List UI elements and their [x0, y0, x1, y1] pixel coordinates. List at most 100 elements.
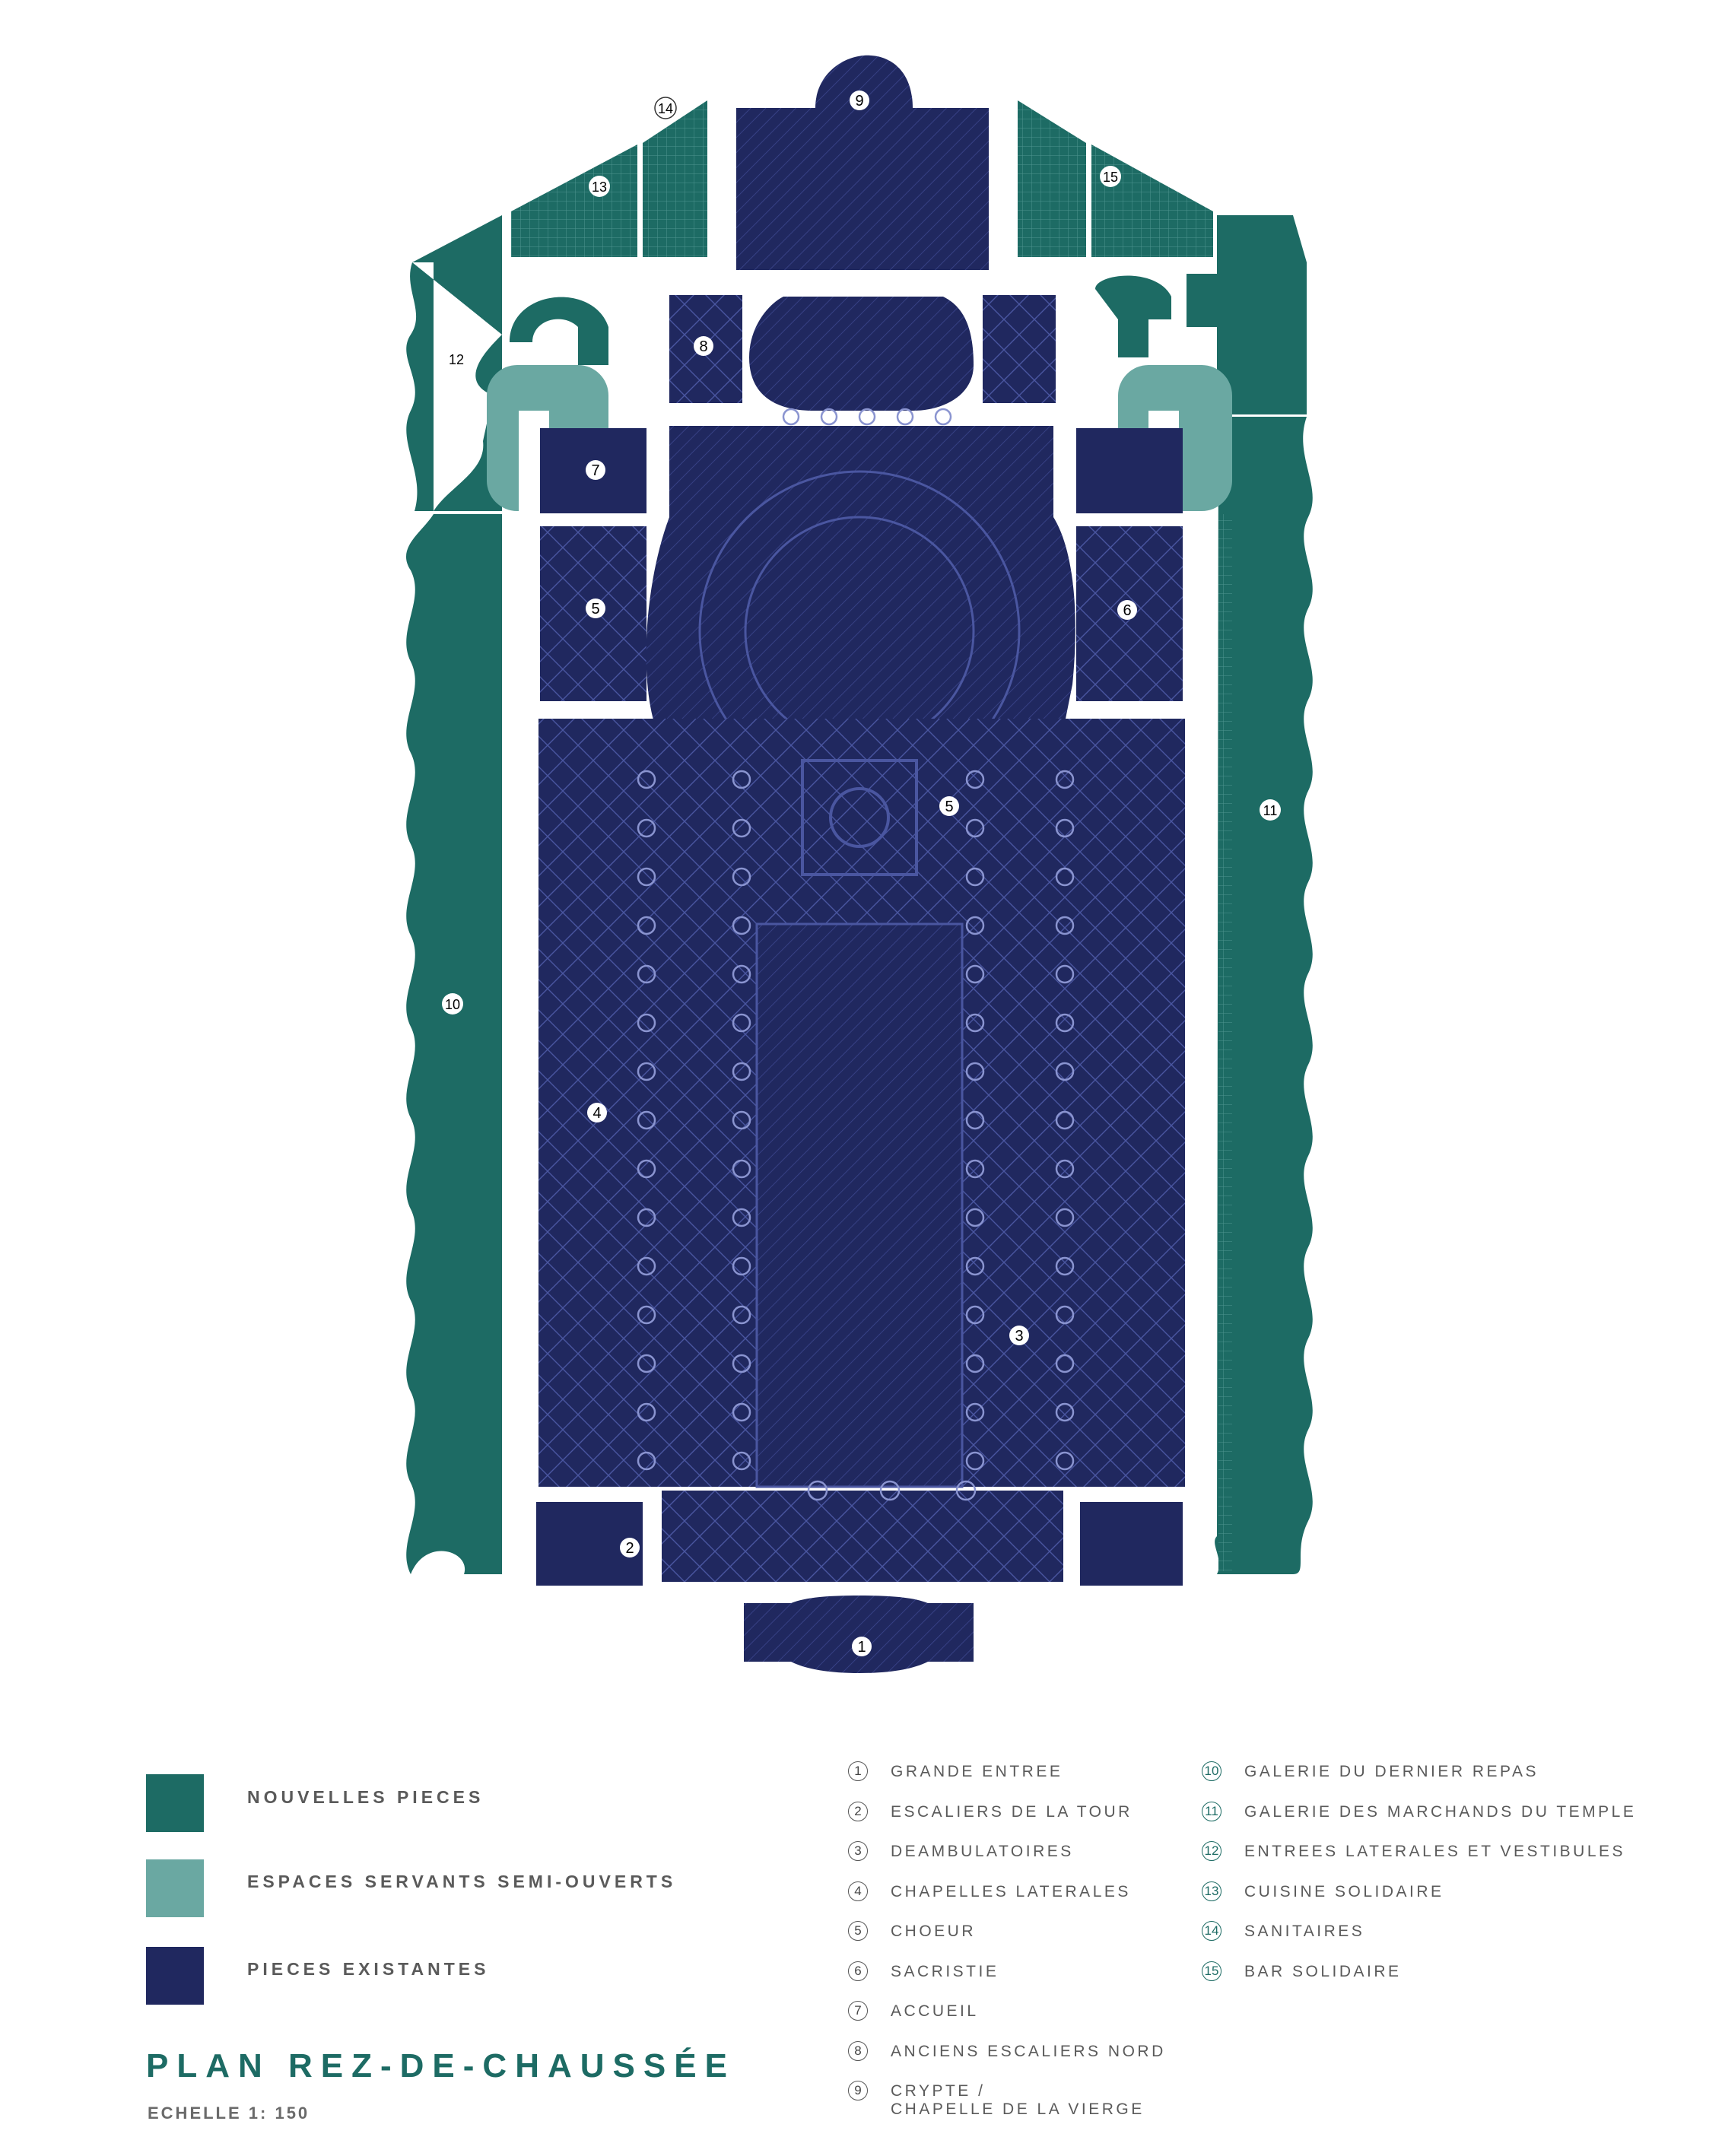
scale-label: ECHELLE 1: 150 [148, 2104, 310, 2123]
column [858, 408, 876, 426]
key-item: 9 CRYPTE / CHAPELLE DE LA VIERGE [848, 2081, 1145, 2119]
column [1055, 964, 1075, 984]
column [732, 1354, 751, 1373]
key-number-badge: 2 [848, 1801, 868, 1821]
key-label: BAR SOLIDAIRE [1244, 1962, 1402, 1980]
column [820, 408, 838, 426]
column [637, 818, 656, 838]
key-number-badge: 1 [848, 1761, 868, 1781]
column [637, 964, 656, 984]
east-gallery-main [1215, 417, 1313, 1574]
key-number-badge: 11 [1202, 1801, 1221, 1821]
column [732, 916, 751, 935]
column [732, 1159, 751, 1179]
legend-swatch-new [146, 1774, 204, 1832]
column [732, 867, 751, 887]
svg-text:14: 14 [658, 101, 673, 116]
marker-2: 2 [620, 1538, 640, 1557]
column [1055, 1354, 1075, 1373]
marker-11: 11 [1260, 799, 1281, 821]
column [896, 408, 914, 426]
key-label: SACRISTIE [891, 1962, 999, 1980]
column [1055, 1110, 1075, 1130]
svg-text:5: 5 [591, 601, 599, 618]
column [637, 1208, 656, 1227]
svg-text:1: 1 [857, 1639, 866, 1656]
key-label: CRYPTE / CHAPELLE DE LA VIERGE [891, 2082, 1145, 2118]
column [965, 1256, 985, 1276]
key-number-badge: 7 [848, 2001, 868, 2021]
key-label: ESCALIERS DE LA TOUR [891, 1802, 1133, 1821]
marker-5a: 5 [586, 599, 605, 618]
column [732, 1208, 751, 1227]
column [965, 867, 985, 887]
key-number-badge: 14 [1202, 1921, 1221, 1941]
key-label: CHAPELLES LATERALES [891, 1882, 1131, 1900]
marker-10: 10 [442, 993, 463, 1014]
column [732, 770, 751, 789]
bar-wing-15 [1091, 144, 1213, 257]
column [732, 1110, 751, 1130]
legend-label-new: NOUVELLES PIECES [247, 1787, 484, 1807]
column [807, 1480, 828, 1501]
column [732, 964, 751, 984]
column [965, 1451, 985, 1471]
north-wings [511, 100, 1213, 257]
column [1055, 1256, 1075, 1276]
column [965, 1110, 985, 1130]
column [732, 1062, 751, 1081]
east-gallery-upper [1217, 215, 1307, 414]
column [637, 916, 656, 935]
column [1055, 1402, 1075, 1422]
svg-text:10: 10 [445, 997, 460, 1012]
svg-text:7: 7 [591, 462, 599, 479]
legend-swatch-semi-open [146, 1859, 204, 1917]
column [1055, 770, 1075, 789]
key-number-badge: 3 [848, 1841, 868, 1861]
west-gallery-main [405, 514, 502, 1574]
column [637, 1305, 656, 1325]
marker-12: 12 [446, 348, 467, 370]
svg-text:9: 9 [855, 93, 863, 110]
column [782, 408, 800, 426]
marker-6: 6 [1117, 600, 1137, 620]
svg-text:3: 3 [1015, 1328, 1023, 1345]
column [732, 1256, 751, 1276]
column [1055, 916, 1075, 935]
column [1055, 818, 1075, 838]
column [637, 1402, 656, 1422]
key-number-badge: 15 [1202, 1961, 1221, 1981]
page-title: PLAN REZ-DE-CHAUSSÉE [146, 2047, 735, 2085]
key-label: ACCUEIL [891, 2002, 979, 2020]
column [637, 1451, 656, 1471]
marker-7: 7 [586, 460, 605, 480]
column [965, 770, 985, 789]
column [732, 1451, 751, 1471]
key-item: 15 BAR SOLIDAIRE [1202, 1961, 1402, 1981]
key-label: DEAMBULATOIRES [891, 1843, 1074, 1860]
column [637, 1013, 656, 1033]
plan-markers: 1 2 3 4 5 5 6 7 8 9 10 11 12 13 14 15 [442, 90, 1281, 1656]
svg-text:5: 5 [945, 799, 953, 815]
legend-swatch-existing [146, 1947, 204, 2005]
column [637, 770, 656, 789]
marker-5b: 5 [939, 796, 959, 816]
marker-4: 4 [587, 1103, 607, 1122]
column [965, 1354, 985, 1373]
key-label: ENTREES LATERALES ET VESTIBULES [1244, 1843, 1626, 1860]
column [1055, 1208, 1075, 1227]
choir-apse [646, 426, 1075, 722]
column [965, 1208, 985, 1227]
key-number-badge: 13 [1202, 1881, 1221, 1901]
key-number-badge: 9 [848, 2081, 868, 2100]
key-number-badge: 5 [848, 1921, 868, 1941]
column [965, 818, 985, 838]
column [1055, 867, 1075, 887]
svg-text:6: 6 [1123, 602, 1131, 619]
